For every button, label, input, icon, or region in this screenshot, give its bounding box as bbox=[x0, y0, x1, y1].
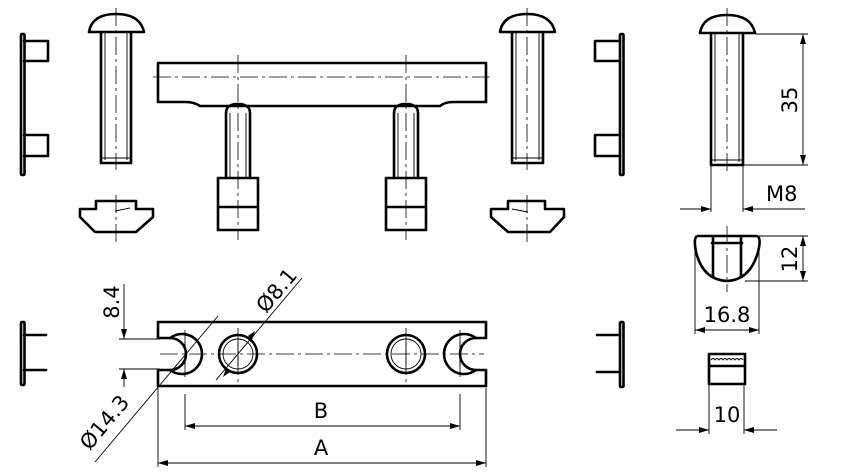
cap-detail bbox=[693, 226, 761, 292]
dim-b-label: B bbox=[314, 399, 328, 423]
connector-top-view bbox=[156, 320, 488, 388]
dim-o8-1-label: Ø8.1 bbox=[251, 264, 301, 318]
dim-10-label: 10 bbox=[714, 403, 741, 427]
dim-a-label: A bbox=[314, 436, 329, 460]
connector-side-view bbox=[153, 55, 494, 240]
dimension-a: A bbox=[157, 388, 487, 467]
dimension-thread: M8 bbox=[680, 165, 805, 212]
end-clip-top-left bbox=[19, 32, 50, 177]
dim-35-label: 35 bbox=[778, 87, 802, 114]
bolt-detail bbox=[698, 8, 757, 172]
dimension-bolt-length: 35 bbox=[743, 33, 808, 166]
dimension-insert-width: 10 bbox=[676, 385, 777, 434]
dim-8-4-label: 8.4 bbox=[100, 285, 124, 318]
bolt-left bbox=[87, 8, 146, 170]
dimension-cap-width: 16.8 bbox=[694, 250, 760, 334]
end-clip-top-right bbox=[593, 32, 625, 177]
dim-o14-3-label: Ø14.3 bbox=[75, 391, 134, 455]
t-nut-left bbox=[78, 195, 155, 242]
end-clip-bottom-left bbox=[19, 320, 48, 387]
t-nut-right bbox=[489, 195, 566, 242]
bolt-right bbox=[498, 8, 557, 170]
dim-16-8-label: 16.8 bbox=[704, 303, 751, 327]
dim-12-label: 12 bbox=[778, 246, 802, 273]
dimension-b: B bbox=[184, 394, 461, 430]
dimension-slot-width: 8.4 bbox=[100, 284, 160, 387]
dimension-slot-diameter: Ø14.3 bbox=[75, 315, 219, 463]
dim-m8-label: M8 bbox=[766, 182, 797, 206]
end-clip-bottom-right bbox=[595, 320, 625, 389]
insert-detail bbox=[707, 352, 747, 386]
dimension-cap-height: 12 bbox=[745, 235, 808, 282]
